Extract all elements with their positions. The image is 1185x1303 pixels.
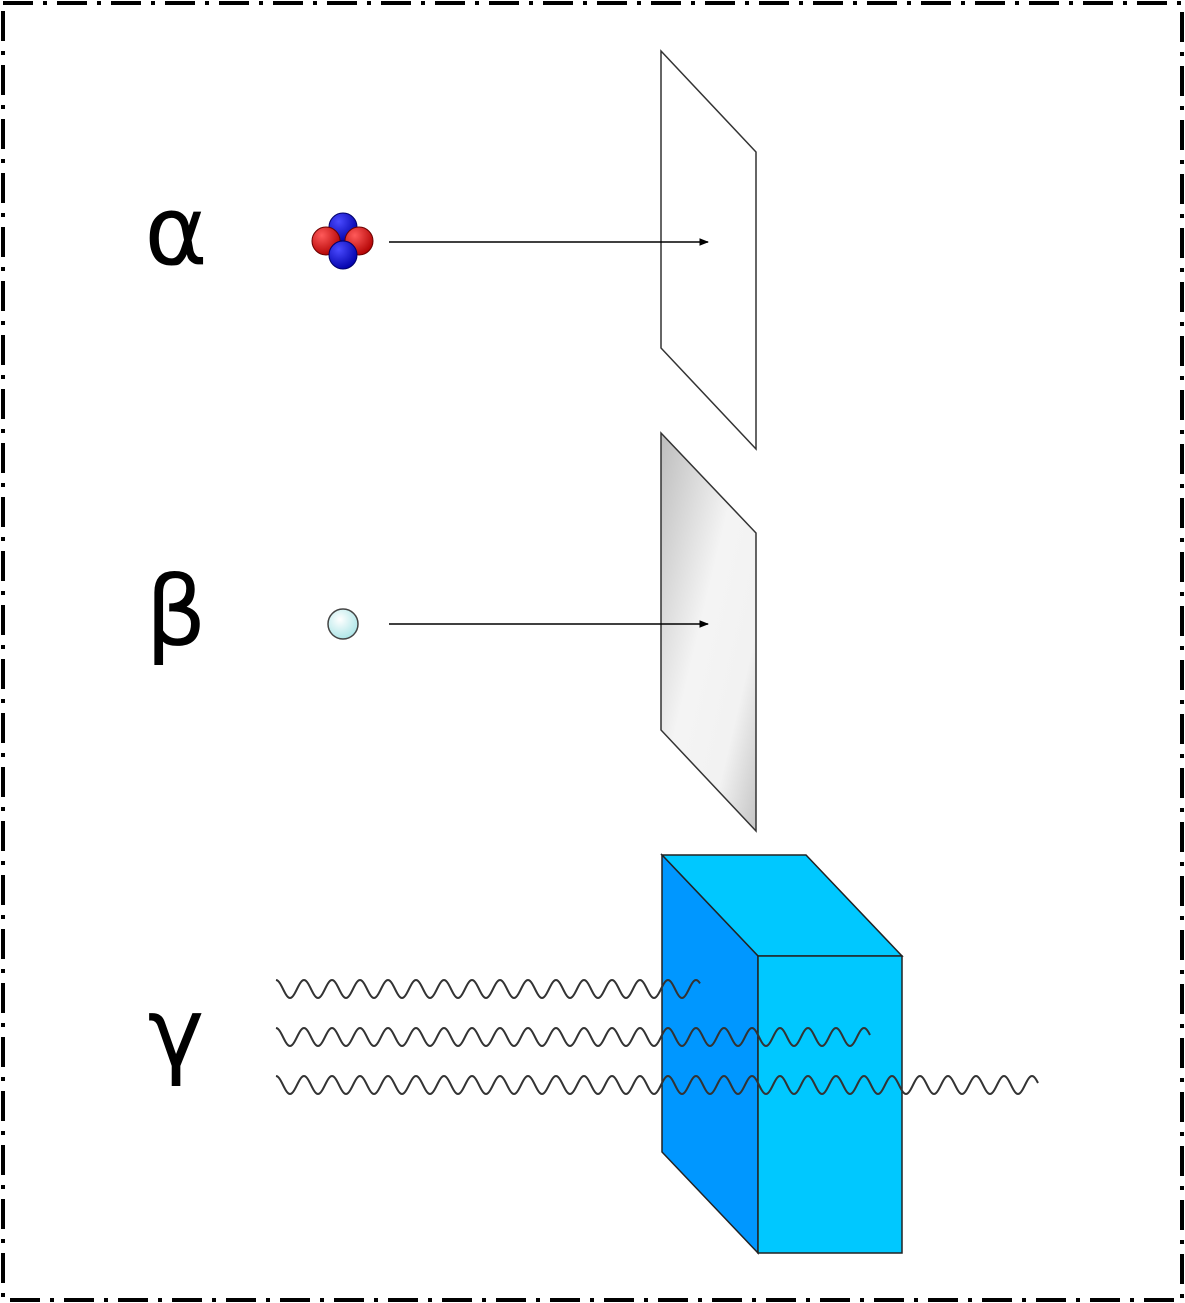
- lead-block: [660, 853, 904, 1255]
- alpha-label: α: [144, 175, 207, 287]
- gamma-wave-2: [275, 1026, 871, 1048]
- gamma-wave-1: [275, 978, 701, 1000]
- alpha-particle-icon: [311, 212, 374, 270]
- gamma-waves: [275, 978, 1039, 1096]
- paper-sheet: [660, 49, 757, 451]
- gamma-label: γ: [148, 977, 205, 1089]
- gamma-wave-3: [275, 1074, 1039, 1096]
- beta-label: β: [145, 556, 206, 668]
- lead-block-side: [757, 955, 903, 1254]
- beta-particle-icon: [327, 608, 359, 640]
- aluminium-sheet: [660, 431, 757, 833]
